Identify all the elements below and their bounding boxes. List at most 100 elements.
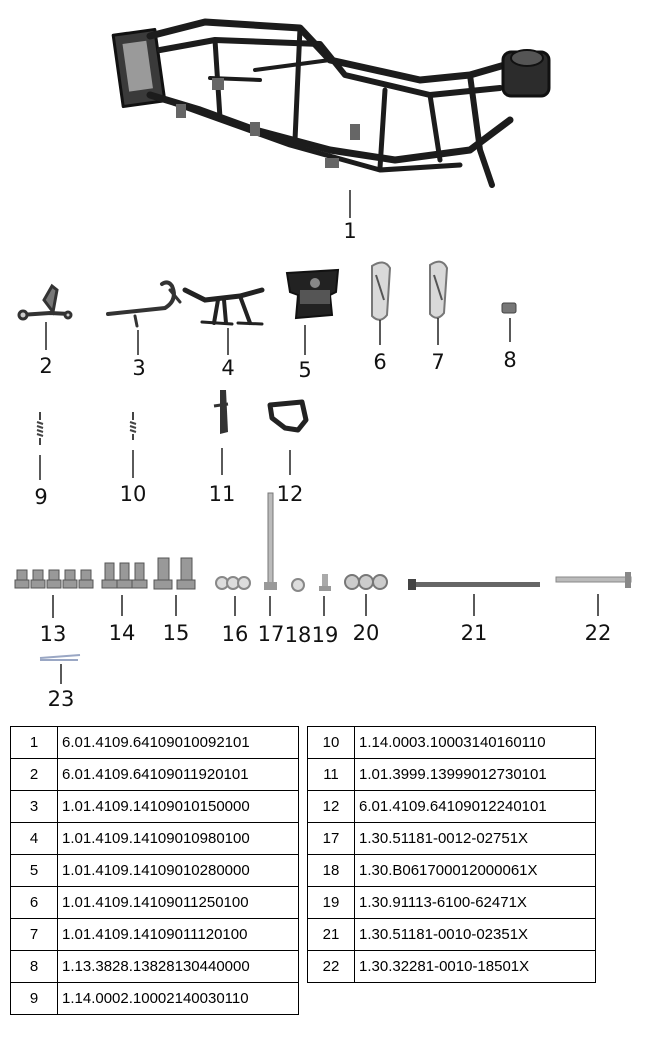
loop-bracket-part [267, 399, 309, 433]
exploded-parts-diagram: 1 2 3 4 5 6 7 8 9 10 11 12 13 14 15 16 1… [14, 18, 632, 711]
pin-part-22 [555, 572, 632, 588]
part-code-cell: 1.01.4109.14109010150000 [57, 790, 299, 823]
part-code-cell: 6.01.4109.64109012240101 [354, 790, 596, 823]
part-number-cell: 18 [307, 854, 355, 887]
leader-lines [39, 190, 599, 684]
callout-6: 6 [373, 350, 387, 374]
part-number-cell: 11 [307, 758, 355, 791]
callout-21: 21 [460, 621, 488, 645]
part-number-cell: 3 [10, 790, 58, 823]
callout-20: 20 [352, 621, 380, 645]
part-code-cell: 1.30.51181-0012-02751X [354, 822, 596, 855]
callout-19: 19 [311, 623, 339, 647]
callout-10: 10 [119, 482, 147, 506]
callout-16: 16 [221, 622, 249, 646]
part-code-cell: 1.01.4109.14109010980100 [57, 822, 299, 855]
part-number-cell: 6 [10, 886, 58, 919]
part-code-cell: 1.01.4109.14109011120100 [57, 918, 299, 951]
callout-4: 4 [221, 356, 235, 380]
callout-12: 12 [276, 482, 304, 506]
callout-22: 22 [584, 621, 612, 645]
bracket-part [17, 283, 73, 321]
frame-part [111, 18, 551, 188]
clip-part [501, 302, 517, 314]
part-number-cell: 4 [10, 822, 58, 855]
part-code-cell: 1.01.4109.14109010280000 [57, 854, 299, 887]
part-code-cell: 1.01.4109.14109011250100 [57, 886, 299, 919]
axle-part-21 [408, 579, 540, 590]
long-bolt-part-17 [264, 492, 277, 590]
part-number-cell: 22 [307, 950, 355, 983]
callout-1: 1 [343, 219, 357, 243]
part-code-cell: 1.30.32281-0010-18501X [354, 950, 596, 983]
part-code-cell: 1.30.91113-6100-62471X [354, 886, 596, 919]
part-number-cell: 9 [10, 982, 58, 1015]
callout-3: 3 [132, 356, 146, 380]
small-bolt-part-19 [319, 574, 331, 591]
side-cover-left-part [371, 261, 392, 321]
callout-15: 15 [162, 621, 190, 645]
cotter-pin-part-23 [39, 654, 81, 661]
main-stand-part [182, 287, 265, 326]
callout-13: 13 [39, 622, 67, 646]
part-code-cell: 1.14.0003.10003140160110 [354, 726, 596, 759]
part-number-cell: 7 [10, 918, 58, 951]
part-number-cell: 5 [10, 854, 58, 887]
nuts-part-20 [344, 574, 388, 590]
strip-bracket-part [213, 390, 229, 434]
callout-14: 14 [108, 621, 136, 645]
callout-18: 18 [284, 623, 312, 647]
part-code-cell: 6.01.4109.64109010092101 [57, 726, 299, 759]
callout-9: 9 [34, 485, 48, 509]
callout-2: 2 [39, 354, 53, 378]
part-number-cell: 17 [307, 822, 355, 855]
side-stand-part [106, 280, 182, 328]
part-code-cell: 6.01.4109.64109011920101 [57, 758, 299, 791]
part-code-cell: 1.01.3999.13999012730101 [354, 758, 596, 791]
part-number-cell: 1 [10, 726, 58, 759]
part-code-cell: 1.13.3828.13828130440000 [57, 950, 299, 983]
part-number-cell: 21 [307, 918, 355, 951]
callout-7: 7 [431, 350, 445, 374]
bolts-part-13 [14, 569, 94, 589]
callout-23: 23 [47, 687, 75, 711]
bolts-part-14 [101, 562, 148, 589]
callout-5: 5 [298, 358, 312, 382]
part-number-cell: 10 [307, 726, 355, 759]
part-number-cell: 19 [307, 886, 355, 919]
nut-part-18 [291, 578, 305, 592]
part-number-cell: 2 [10, 758, 58, 791]
part-number-cell: 8 [10, 950, 58, 983]
part-code-cell: 1.30.B061700012000061X [354, 854, 596, 887]
spring-part-10 [129, 412, 137, 440]
bolts-part-15 [153, 557, 196, 590]
parts-illustration [14, 18, 632, 684]
mount-bracket-part [285, 268, 340, 320]
washers-part-16 [215, 576, 251, 590]
callout-11: 11 [208, 482, 236, 506]
side-cover-right-part [429, 260, 449, 319]
callout-17: 17 [257, 622, 285, 646]
callout-8: 8 [503, 348, 517, 372]
spring-part-9 [36, 412, 44, 445]
part-code-cell: 1.14.0002.10002140030110 [57, 982, 299, 1015]
